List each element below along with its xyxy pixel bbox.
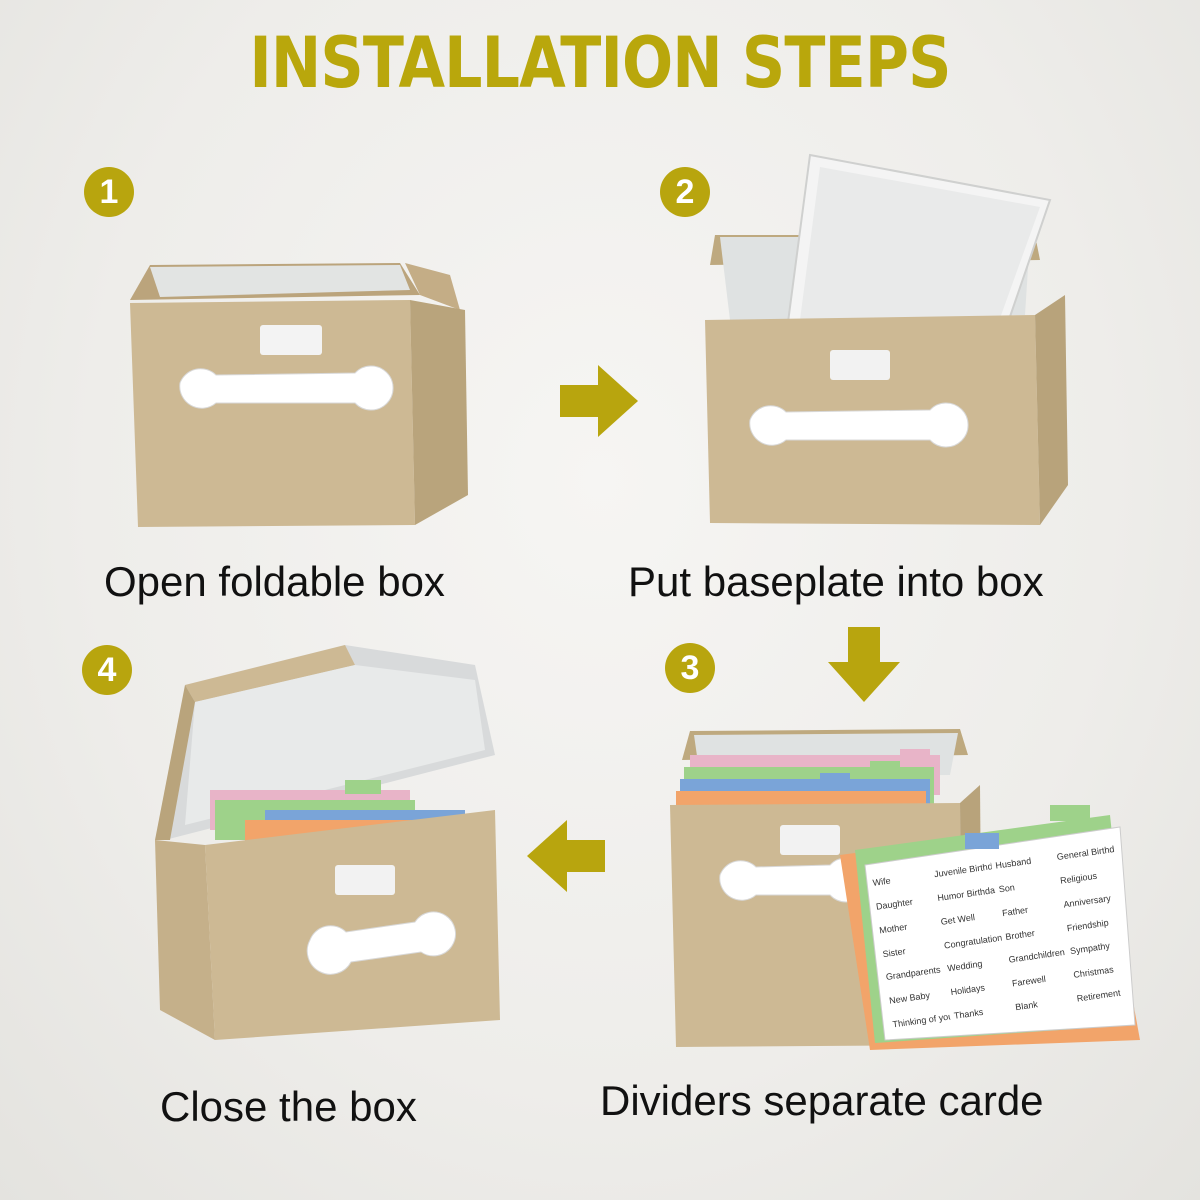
step-4-closed-box-illustration [155, 645, 500, 1040]
step-4-caption: Close the box [160, 1083, 417, 1130]
step-2-caption: Put baseplate into box [628, 558, 1044, 605]
step-2-baseplate-box-illustration [705, 153, 1068, 525]
arrow-left-icon [527, 820, 605, 892]
arrow-down-icon [828, 627, 900, 702]
step-1-caption: Open foldable box [104, 558, 445, 605]
step-1-open-box-illustration [130, 263, 468, 527]
step-3-caption: Dividers separate carde [600, 1077, 1044, 1124]
page-title: INSTALLATION STEPS [249, 22, 951, 104]
step-3-badge: 3 [665, 643, 715, 693]
step-4-badge: 4 [82, 645, 132, 695]
arrow-right-icon [560, 365, 638, 437]
step-3-dividers-box-illustration [670, 729, 1140, 1050]
step-2-badge: 2 [660, 167, 710, 217]
step-1-badge: 1 [84, 167, 134, 217]
